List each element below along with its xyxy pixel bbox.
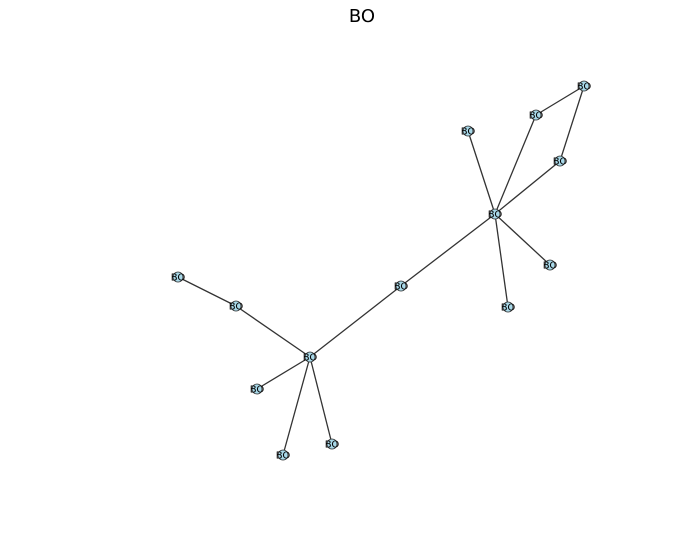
edge-n1-n7 xyxy=(400,213,496,287)
node-circle xyxy=(462,125,474,137)
node-label: BO xyxy=(276,451,291,462)
edge-n1-n3 xyxy=(494,213,509,308)
node-circle xyxy=(544,259,556,271)
graph-node: BO xyxy=(276,449,291,462)
graph-node: BO xyxy=(303,351,318,364)
node-circle xyxy=(326,438,338,450)
node-circle xyxy=(251,383,263,395)
graph-node: BO xyxy=(229,300,244,313)
edge-n1-n6 xyxy=(494,213,551,266)
node-label: BO xyxy=(250,385,265,396)
edge-n1-n5 xyxy=(494,160,561,215)
graph-node: BO xyxy=(250,383,265,396)
node-label: BO xyxy=(501,303,516,314)
edge-n10-n14 xyxy=(177,276,237,307)
node-circle xyxy=(578,80,590,92)
node-label: BO xyxy=(553,157,568,168)
node-label: BO xyxy=(303,353,318,364)
node-label: BO xyxy=(171,273,186,284)
diagram-title: BO xyxy=(348,6,376,27)
node-circle xyxy=(304,351,316,363)
node-circle xyxy=(395,280,407,292)
graph-node: BO xyxy=(553,155,568,168)
edge-n9-n12 xyxy=(282,356,311,456)
node-label: BO xyxy=(529,111,544,122)
node-circle xyxy=(502,301,514,313)
node-label: BO xyxy=(461,127,476,138)
graph-node: BO xyxy=(325,438,340,451)
edge-n9-n10 xyxy=(235,305,311,358)
node-circle xyxy=(277,449,289,461)
node-circle xyxy=(230,300,242,312)
graph-node: BO xyxy=(529,109,544,122)
graph-node: BO xyxy=(488,208,503,221)
graph-node: BO xyxy=(394,280,409,293)
edge-n1-n2 xyxy=(467,130,496,215)
node-label: BO xyxy=(325,440,340,451)
edge-n7-n9 xyxy=(309,285,402,358)
node-label: BO xyxy=(488,210,503,221)
edge-n4-n8 xyxy=(535,85,585,116)
edge-n9-n11 xyxy=(256,356,311,390)
graph-node: BO xyxy=(171,271,186,284)
node-label: BO xyxy=(577,82,592,93)
node-label: BO xyxy=(394,282,409,293)
node-layer: BO BO BO BO BO BO BO BO BO BO BO BO BO BO xyxy=(171,80,592,462)
node-circle xyxy=(530,109,542,121)
node-label: BO xyxy=(229,302,244,313)
edge-n9-n13 xyxy=(309,356,333,445)
graph-node: BO xyxy=(577,80,592,93)
edge-n1-n4 xyxy=(494,114,537,215)
graph-node: BO xyxy=(461,125,476,138)
node-circle xyxy=(554,155,566,167)
node-circle xyxy=(172,271,184,283)
node-circle xyxy=(489,208,501,220)
edge-n5-n8 xyxy=(559,85,585,162)
graph-node: BO xyxy=(543,259,558,272)
graph-node: BO xyxy=(501,301,516,314)
node-label: BO xyxy=(543,261,558,272)
edge-layer xyxy=(177,85,585,456)
